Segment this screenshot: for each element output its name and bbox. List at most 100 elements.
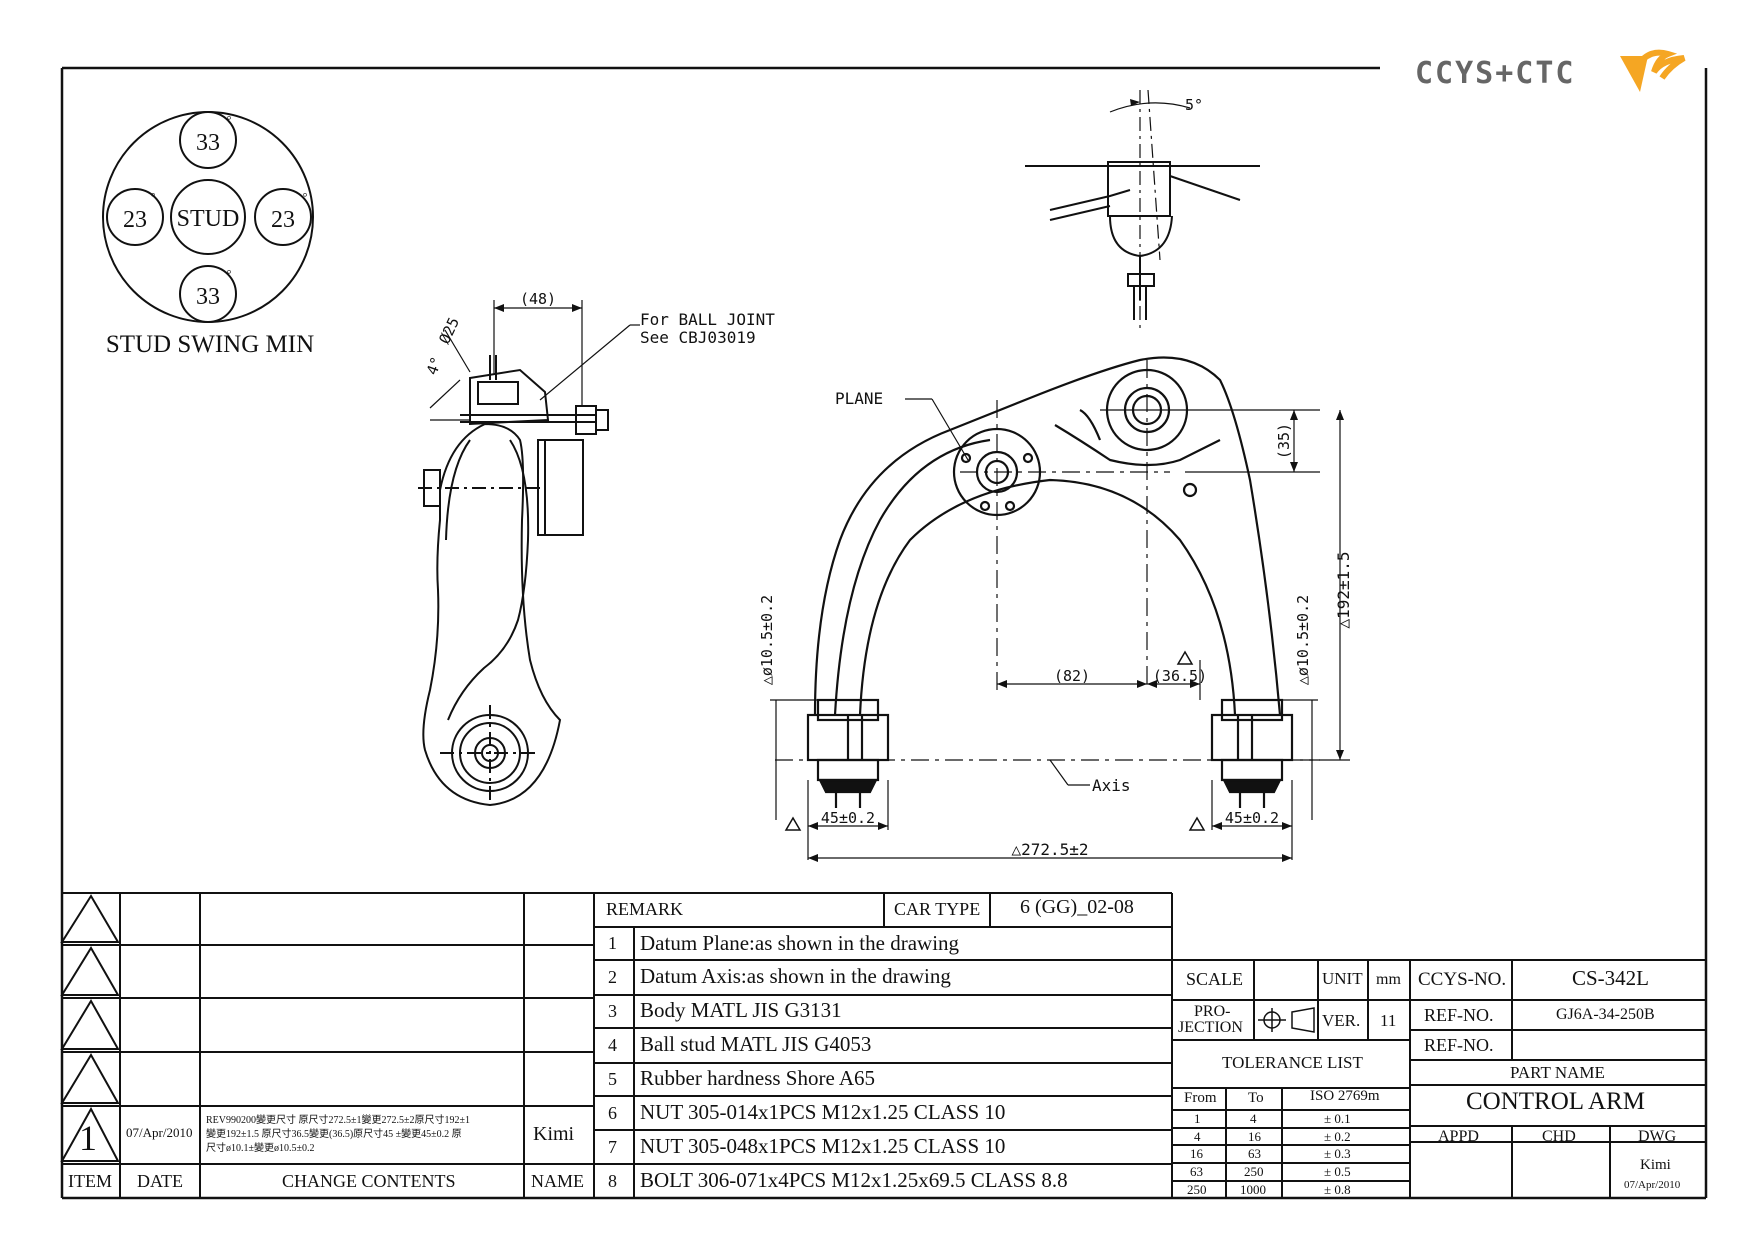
tolerance-title: TOLERANCE LIST [1222, 1053, 1363, 1072]
revision-date-1: 07/Apr/2010 [126, 1125, 193, 1140]
remark-text-5: Rubber hardness Shore A65 [640, 1066, 876, 1090]
dim-36-5: (36.5) [1153, 667, 1207, 685]
revision-contents-1-line3: 尺寸ø10.1±變更ø10.5±0.2 [206, 1143, 315, 1154]
chd-label: CHD [1542, 1128, 1576, 1145]
stud-swing-bottom-value: 33 [196, 284, 220, 310]
front-view-drawing [770, 356, 1350, 862]
stud-swing-left-value: 23 [123, 207, 147, 233]
part-name-label: PART NAME [1510, 1063, 1605, 1082]
tol-value-1: ± 0.1 [1324, 1111, 1351, 1126]
tables-grid [60, 892, 1706, 1198]
tol-from-3: 16 [1190, 1146, 1203, 1161]
dim-272: △272.5±2 [1011, 840, 1088, 859]
remark-num-5: 5 [608, 1069, 617, 1089]
remark-num-4: 4 [608, 1035, 617, 1055]
drawing-border [60, 66, 1708, 1200]
ref-no-label-2: REF-NO. [1424, 1035, 1494, 1055]
stud-swing-diagram [102, 111, 314, 323]
ball-joint-note-2: See CBJ03019 [640, 328, 756, 347]
datum-triangle-icons [784, 650, 1206, 831]
part-name-value: CONTROL ARM [1466, 1088, 1645, 1115]
dim-phi25: Ø25 [435, 315, 463, 347]
stud-swing-labels: 33 ° 33 ° 23 ° 23 ° STUD STUD SWING MIN [106, 113, 314, 358]
tol-to-4: 250 [1244, 1164, 1264, 1179]
stud-swing-title: STUD SWING MIN [106, 331, 314, 358]
dim-4deg: 4° [423, 354, 446, 377]
ball-joint-note-1: For BALL JOINT [640, 310, 775, 329]
tol-to-2: 16 [1248, 1129, 1261, 1144]
revision-name-1: Kimi [533, 1123, 575, 1145]
car-type-value: 6 (GG)_02-08 [1020, 896, 1134, 918]
remark-text-1: Datum Plane:as shown in the drawing [640, 931, 960, 955]
remark-num-3: 3 [608, 1001, 617, 1021]
header-item: ITEM [68, 1171, 112, 1191]
projection-label-1: PRO- [1194, 1003, 1231, 1020]
tol-value-3: ± 0.3 [1324, 1146, 1351, 1161]
dim-phi-left: △ø10.5±0.2 [758, 595, 776, 685]
ver-label: VER. [1322, 1011, 1361, 1030]
company-logo-text: CCYS+CTC [1415, 56, 1576, 91]
remark-text-6: NUT 305-014x1PCS M12x1.25 CLASS 10 [640, 1100, 1006, 1124]
ref-no-label: REF-NO. [1424, 1005, 1494, 1025]
remark-num-1: 1 [608, 933, 617, 953]
tol-to-1: 4 [1250, 1111, 1257, 1126]
stud-swing-right-value: 23 [271, 207, 295, 233]
remark-num-7: 7 [608, 1137, 617, 1157]
company-logo-icon [1620, 49, 1686, 92]
dimension-labels: (48) Ø25 4° For BALL JOINT See CBJ03019 … [423, 96, 1353, 859]
header-change-contents: CHANGE CONTENTS [282, 1171, 456, 1191]
dim-192: △192±1.5 [1334, 551, 1353, 628]
tol-to-3: 63 [1248, 1146, 1261, 1161]
revision-contents-1-line1: REV990200變更尺寸 原尺寸272.5±1變更272.5±2原尺寸192±… [206, 1115, 470, 1126]
projection-label-2: JECTION [1178, 1019, 1243, 1036]
car-type-label: CAR TYPE [894, 899, 981, 919]
tol-header-iso: ISO 2769m [1310, 1088, 1380, 1104]
dim-35: (35) [1275, 423, 1293, 459]
tol-from-5: 250 [1187, 1182, 1207, 1197]
remark-num-2: 2 [608, 967, 617, 987]
dwg-name: Kimi [1640, 1157, 1671, 1173]
ccys-no-value: CS-342L [1572, 966, 1650, 990]
dim-5deg: 5° [1185, 96, 1203, 114]
unit-label: UNIT [1322, 969, 1363, 988]
remark-text-7: NUT 305-048x1PCS M12x1.25 CLASS 10 [640, 1134, 1006, 1158]
remark-text-3: Body MATL JIS G3131 [640, 998, 842, 1022]
ref-no-value: GJ6A-34-250B [1556, 1006, 1655, 1023]
projection-symbol-icon [1258, 1007, 1315, 1033]
dim-45-right: 45±0.2 [1225, 809, 1279, 827]
tol-from-4: 63 [1190, 1164, 1203, 1179]
tol-to-5: 1000 [1240, 1182, 1266, 1197]
stud-swing-bottom-degree: ° [227, 267, 232, 281]
stud-swing-left-degree: ° [151, 190, 156, 204]
remark-text-2: Datum Axis:as shown in the drawing [640, 964, 951, 988]
stud-swing-center-label: STUD [177, 206, 240, 232]
top-view-drawing [1025, 89, 1260, 330]
dim-48: (48) [520, 290, 556, 308]
header-name: NAME [531, 1171, 584, 1191]
appd-label: APPD [1438, 1128, 1479, 1145]
revision-item-1: 1 [79, 1118, 97, 1158]
header-date: DATE [137, 1171, 183, 1191]
side-view-drawing [418, 300, 640, 807]
stud-swing-top-value: 33 [196, 130, 220, 156]
axis-label: Axis [1092, 776, 1131, 795]
dwg-label: DWG [1638, 1128, 1677, 1145]
tol-from-1: 1 [1194, 1111, 1201, 1126]
scale-label: SCALE [1186, 969, 1244, 989]
remark-num-6: 6 [608, 1103, 617, 1123]
tol-header-to: To [1248, 1090, 1264, 1106]
stud-swing-right-degree: ° [303, 190, 308, 204]
remark-text-4: Ball stud MATL JIS G4053 [640, 1032, 872, 1056]
ccys-no-label: CCYS-NO. [1418, 969, 1507, 990]
remark-header: REMARK [606, 899, 684, 919]
dim-82: (82) [1054, 667, 1090, 685]
tol-value-5: ± 0.8 [1324, 1182, 1351, 1197]
tol-value-2: ± 0.2 [1324, 1129, 1351, 1144]
dim-45-left: 45±0.2 [821, 809, 875, 827]
dwg-date: 07/Apr/2010 [1624, 1179, 1681, 1191]
ver-value: 11 [1380, 1011, 1397, 1030]
tol-from-2: 4 [1194, 1129, 1201, 1144]
unit-value: mm [1376, 971, 1401, 988]
tol-value-4: ± 0.5 [1324, 1164, 1351, 1179]
